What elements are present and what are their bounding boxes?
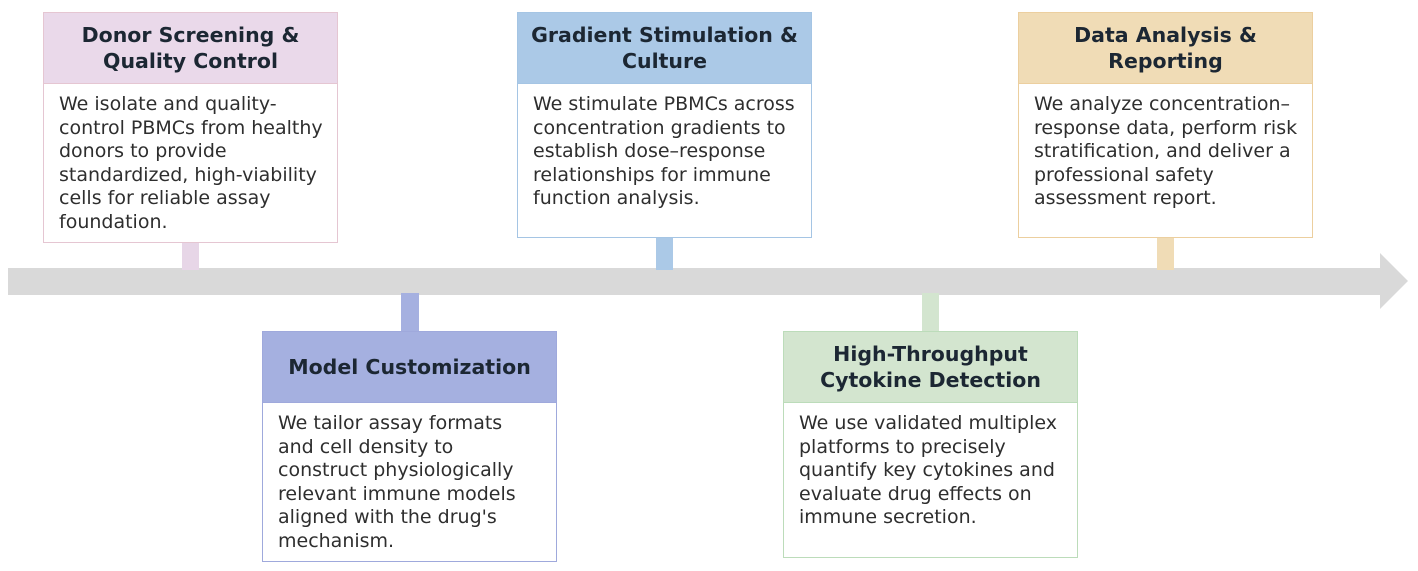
step-description: We isolate and quality-control PBMCs fro…	[59, 93, 323, 233]
step-description: We analyze concentration–response data, …	[1034, 93, 1298, 209]
connector-data-analysis	[1157, 236, 1174, 270]
step-card-data-analysis: Data Analysis & Reporting We analyze con…	[1018, 12, 1313, 238]
step-title: Model Customization	[263, 332, 556, 403]
connector-donor-screening	[182, 236, 199, 270]
connector-cytokine-detection	[922, 293, 939, 332]
timeline-arrowhead-icon	[1380, 253, 1408, 309]
step-card-donor-screening: Donor Screening & Quality Control We iso…	[43, 12, 338, 243]
step-description: We stimulate PBMCs across concentration …	[533, 93, 795, 209]
step-title: Donor Screening & Quality Control	[44, 13, 337, 84]
step-title: High-Throughput Cytokine Detection	[784, 332, 1077, 403]
step-title: Data Analysis & Reporting	[1019, 13, 1312, 84]
step-description: We use validated multiplex platforms to …	[799, 412, 1057, 528]
timeline-arrow-bar	[8, 268, 1380, 295]
step-card-cytokine-detection: High-Throughput Cytokine Detection We us…	[783, 331, 1078, 558]
connector-model-customization	[401, 293, 419, 332]
step-description: We tailor assay formats and cell density…	[278, 412, 516, 552]
step-title: Gradient Stimulation & Culture	[518, 13, 811, 84]
step-card-model-customization: Model Customization We tailor assay form…	[262, 331, 557, 562]
connector-gradient-stimulation	[656, 236, 673, 270]
step-card-gradient-stimulation: Gradient Stimulation & Culture We stimul…	[517, 12, 812, 238]
